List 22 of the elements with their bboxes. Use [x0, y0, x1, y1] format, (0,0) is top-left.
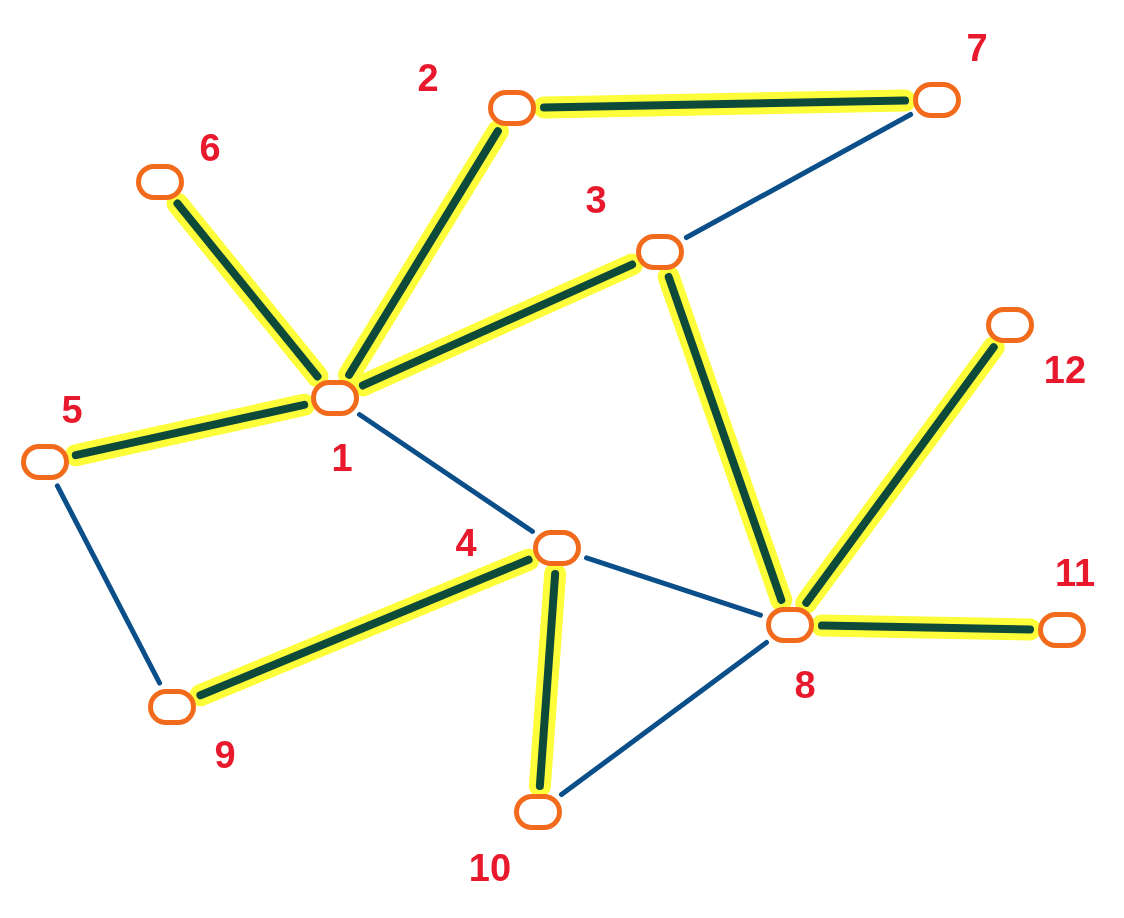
node-number: 11 [1054, 554, 1096, 592]
edge-line [356, 412, 536, 534]
node-number: 7 [966, 29, 988, 67]
edge-line [173, 199, 322, 381]
edge-line [683, 112, 914, 240]
node-number: 8 [794, 666, 816, 704]
edge-line [584, 555, 763, 618]
edge-line [71, 400, 309, 460]
node-number: 6 [199, 129, 221, 167]
node-number: 12 [1043, 351, 1087, 389]
node-number: 2 [417, 59, 439, 97]
node-number: 5 [61, 391, 83, 429]
node-number: 4 [455, 524, 477, 562]
node-number: 9 [214, 736, 236, 774]
node-number: 3 [585, 181, 607, 219]
edge-line [540, 96, 909, 112]
node-number: 10 [468, 849, 512, 887]
edge-line [54, 483, 163, 686]
edge-line [535, 569, 560, 791]
edge-line [818, 621, 1034, 634]
edge-line [559, 639, 769, 798]
node-number: 1 [331, 439, 353, 477]
